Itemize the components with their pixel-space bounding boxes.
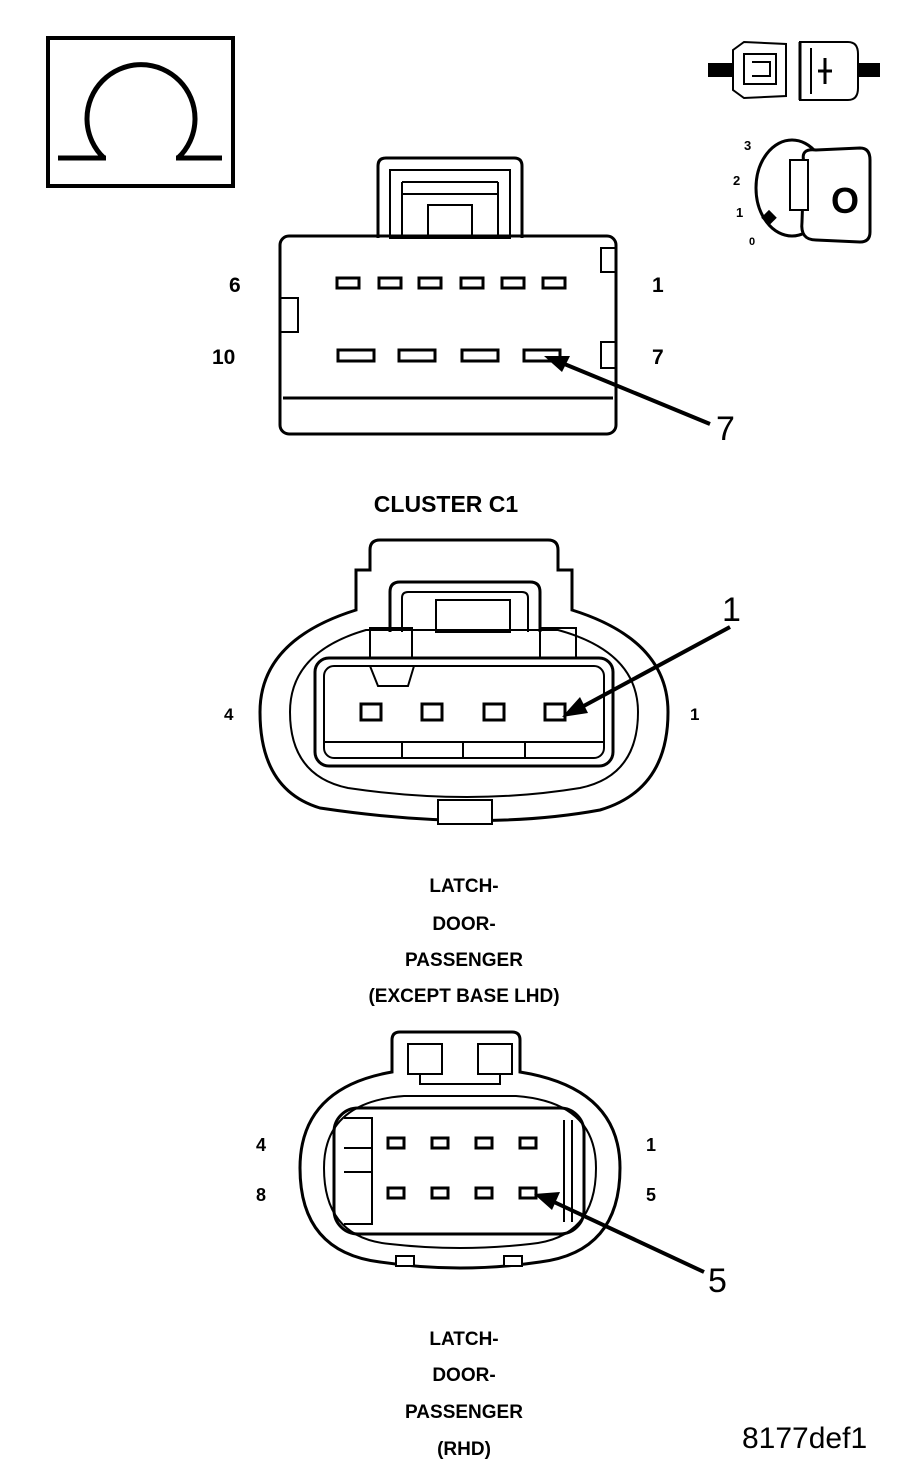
pin-label-4: 4 — [256, 1135, 266, 1155]
ignition-switch-icon: O 3 2 1 0 — [733, 138, 872, 248]
connector-title-line-2: DOOR- — [432, 914, 495, 935]
connector-title-line-2: DOOR- — [432, 1365, 495, 1386]
pin-label-10: 10 — [212, 346, 235, 369]
pin-label-1: 1 — [646, 1135, 656, 1155]
pin-label-8: 8 — [256, 1185, 266, 1205]
ignition-position-3: 3 — [744, 138, 751, 153]
connector-title-line-1: LATCH- — [429, 876, 498, 897]
connector-title-line-4: (RHD) — [437, 1439, 491, 1460]
pin-label-6: 6 — [229, 274, 241, 297]
pin-label-7: 7 — [652, 346, 664, 369]
figure-reference: 8177def1 — [742, 1422, 867, 1455]
pin-label-1: 1 — [690, 705, 699, 724]
pin-label-5: 5 — [646, 1185, 656, 1205]
ohm-icon — [46, 36, 235, 188]
callout-7: 7 — [716, 410, 735, 448]
connector-title-cluster-c1: CLUSTER C1 — [374, 491, 519, 517]
ignition-position-1: 1 — [736, 205, 743, 220]
callout-1: 1 — [722, 591, 741, 629]
connector-title-line-3: PASSENGER — [405, 950, 523, 971]
pin-label-4: 4 — [224, 705, 234, 724]
connector-title-line-3: PASSENGER — [405, 1402, 523, 1423]
connector-title-line-1: LATCH- — [429, 1329, 498, 1350]
ignition-key-letter: O — [831, 180, 859, 221]
connector-title-line-4: (EXCEPT BASE LHD) — [368, 986, 559, 1007]
connector-icon — [708, 40, 880, 101]
callout-5: 5 — [708, 1262, 727, 1300]
latch-door-passenger-rhd-connector: 4 1 8 5 5 LATCH- DOOR- PASSENGER (RHD) — [256, 1030, 727, 1460]
ignition-position-2: 2 — [733, 173, 740, 188]
pin-label-1: 1 — [652, 274, 664, 297]
ignition-position-0: 0 — [749, 236, 755, 248]
latch-door-passenger-lhd-connector: 4 1 1 LATCH- DOOR- PASSENGER (EXCEPT BAS… — [224, 538, 741, 1007]
cluster-c1-connector: 6 1 10 7 7 CLUSTER C1 — [212, 156, 735, 517]
